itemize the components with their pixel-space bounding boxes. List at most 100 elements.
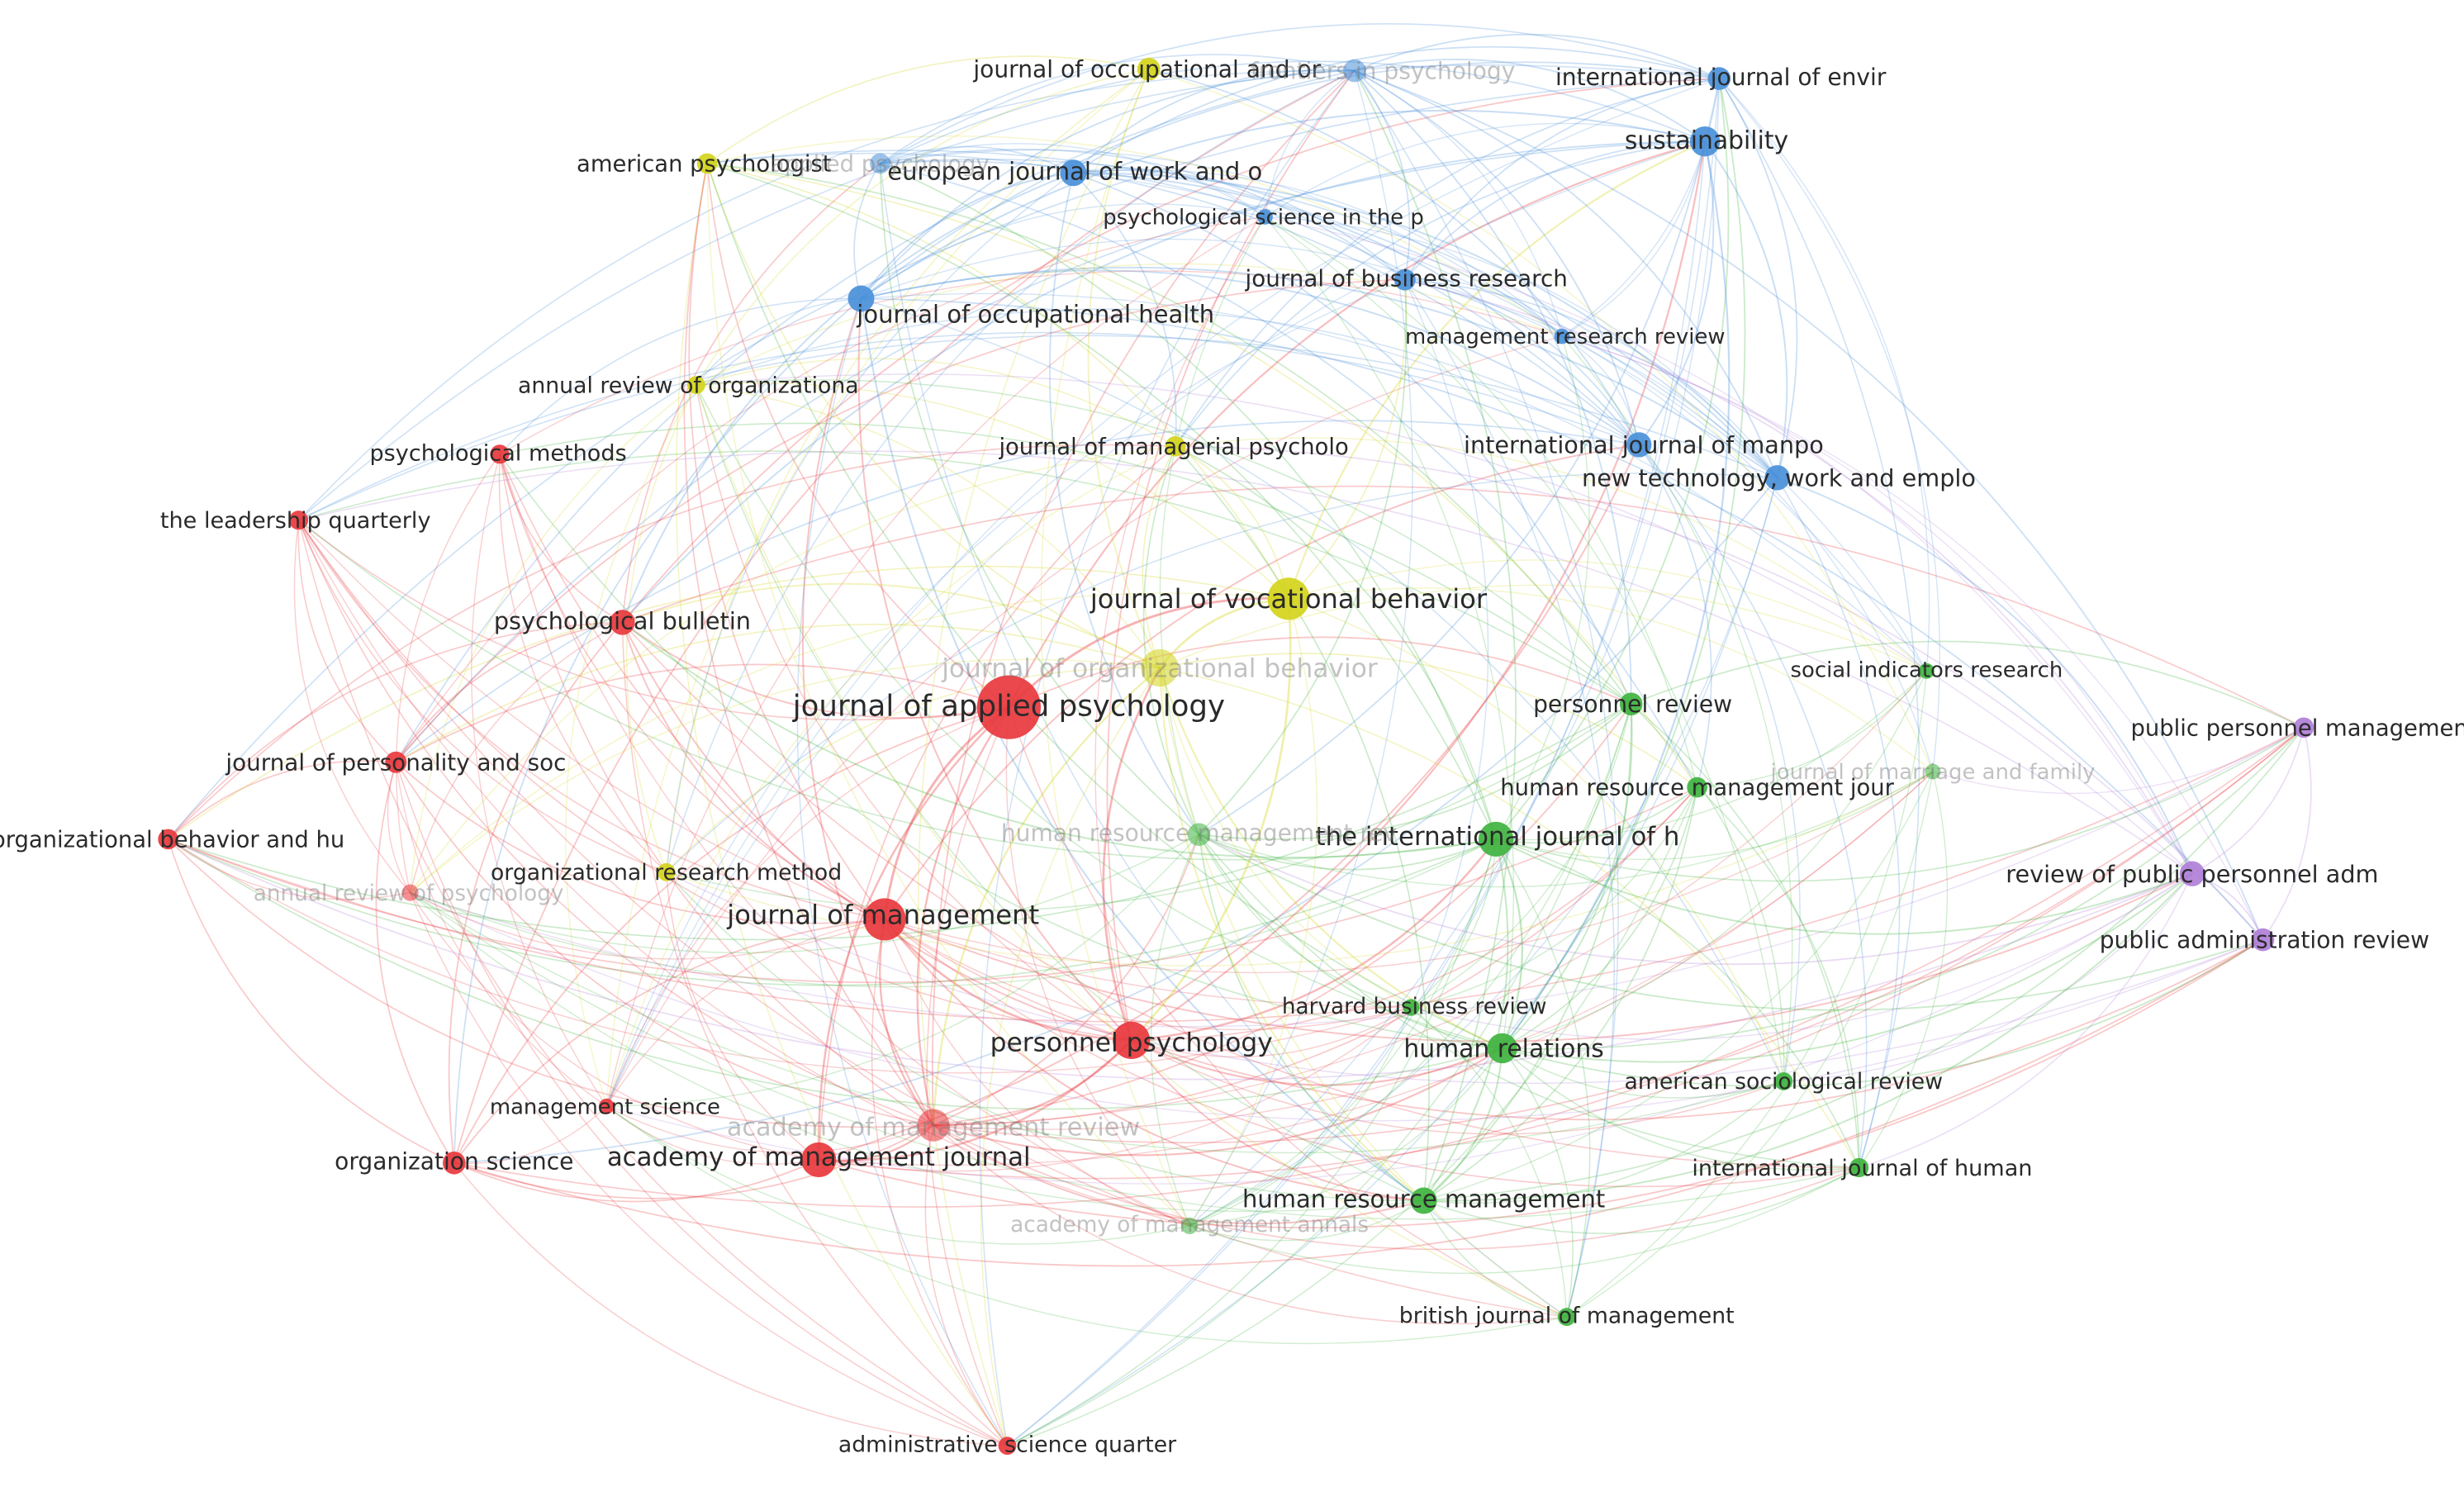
link-amr-tlq <box>297 520 934 1126</box>
node-sir[interactable] <box>1919 663 1935 679</box>
node-jbr[interactable] <box>1393 268 1416 291</box>
link-fip-apa <box>879 54 1355 164</box>
link-ijhrm-hbr <box>1410 838 1497 1009</box>
link-jap-jvb <box>1008 596 1289 709</box>
link-amr-pr <box>933 703 1632 1126</box>
node-sus[interactable] <box>1689 126 1721 157</box>
node-hr[interactable] <box>1487 1033 1517 1064</box>
node-ijhr[interactable] <box>1849 1157 1869 1178</box>
node-par[interactable] <box>2251 928 2275 952</box>
node-jom[interactable] <box>863 898 906 941</box>
link-jmp-aro <box>696 358 1176 447</box>
node-ntwe[interactable] <box>1764 465 1790 491</box>
link-jmp-ijerph <box>1175 78 1720 447</box>
link-jmp-par <box>1175 445 2264 941</box>
node-asq[interactable] <box>998 1437 1017 1456</box>
link-jap-ms <box>605 706 1009 1107</box>
link-jap-pb <box>621 621 1009 719</box>
node-hbr[interactable] <box>1403 999 1420 1016</box>
node-ama[interactable] <box>1181 1217 1199 1234</box>
link-jmf-hrm <box>1423 771 1934 1202</box>
link-obhdp-hr <box>168 838 1503 1110</box>
node-hrmr[interactable] <box>1187 823 1211 846</box>
link-jmp-sus <box>1175 140 1706 447</box>
link-hr-bjm <box>1502 1047 1574 1318</box>
link-amr-hrm <box>933 1124 1424 1225</box>
node-amj[interactable] <box>801 1142 837 1178</box>
node-ms[interactable] <box>598 1098 615 1114</box>
link-hrmj-ijhr <box>1697 786 1860 1168</box>
link-mrr-ijm <box>1561 335 1640 445</box>
link-asq-sus <box>1007 141 1706 1446</box>
link-hrmr-hr <box>1198 834 1503 1049</box>
link-ejwop-jbr <box>1073 169 1406 281</box>
link-pb-ijhr <box>621 621 1859 1169</box>
link-tlq-ijm <box>298 331 1640 521</box>
link-hrmr-hrm <box>1198 834 1425 1202</box>
node-asr[interactable] <box>1774 1072 1793 1090</box>
link-ijerph-ama <box>1189 78 1721 1227</box>
node-jvb[interactable] <box>1267 577 1310 620</box>
link-orm-ejwop <box>665 172 1074 872</box>
link-tlq-pr <box>298 450 1632 705</box>
link-pm-pr <box>499 422 1632 705</box>
node-amr[interactable] <box>917 1109 950 1142</box>
node-fip[interactable] <box>1343 59 1366 83</box>
link-pm-ama <box>499 454 1190 1227</box>
link-asq-tlq <box>297 520 1008 1446</box>
node-pr[interactable] <box>1619 692 1643 716</box>
node-bjm[interactable] <box>1557 1308 1576 1327</box>
link-ap-hrmj <box>706 163 1698 788</box>
link-orm-par <box>666 872 2263 1085</box>
node-ap[interactable] <box>696 153 718 174</box>
link-jom-pp <box>884 919 1132 1042</box>
node-hrm[interactable] <box>1410 1187 1437 1214</box>
label-ama: academy of management annals <box>1010 1213 1369 1237</box>
link-obhdp-jmp <box>168 444 1176 840</box>
node-pspi[interactable] <box>1257 209 1273 225</box>
node-ejwop[interactable] <box>1060 159 1087 187</box>
node-obhdp[interactable] <box>158 829 178 850</box>
node-jpsp[interactable] <box>385 751 407 773</box>
node-orm[interactable] <box>657 862 676 881</box>
node-pp[interactable] <box>1113 1021 1151 1059</box>
node-os[interactable] <box>443 1152 466 1175</box>
node-apa[interactable] <box>870 153 890 174</box>
node-pm[interactable] <box>490 444 510 464</box>
link-jom-tlq <box>297 520 885 920</box>
link-job-orm <box>666 667 1161 873</box>
node-jmp[interactable] <box>1165 436 1186 457</box>
node-jmf[interactable] <box>1925 763 1941 780</box>
link-arp-hrm <box>410 892 1424 1213</box>
node-ijhrm[interactable] <box>1479 821 1514 857</box>
node-ppm[interactable] <box>2293 717 2314 739</box>
link-jbr-rppa <box>1404 278 2193 875</box>
node-johp[interactable] <box>847 285 875 312</box>
link-jap-ama <box>1005 707 1190 1227</box>
link-hrmr-hbr <box>1198 834 1412 1009</box>
node-pb[interactable] <box>610 610 635 635</box>
node-arp[interactable] <box>401 884 419 901</box>
link-pp-hrm <box>1130 1039 1424 1202</box>
node-ijerph[interactable] <box>1707 67 1731 90</box>
node-tlq[interactable] <box>288 511 309 530</box>
link-amj-ppm <box>819 727 2305 1180</box>
link-jmp-ijhrm <box>1175 445 1497 840</box>
link-ijm-hrmj <box>1638 444 1712 788</box>
link-pp-par <box>1131 938 2263 1121</box>
node-aro[interactable] <box>686 376 705 394</box>
node-ijm[interactable] <box>1626 432 1652 458</box>
link-johp-mrr <box>861 238 1563 337</box>
node-jap[interactable] <box>976 675 1041 739</box>
link-obhdp-hrmj <box>168 786 1697 984</box>
link-obhdp-pr <box>168 703 1632 941</box>
node-mrr[interactable] <box>1554 328 1570 344</box>
link-jom-hbr <box>884 919 1412 1031</box>
node-hrmj[interactable] <box>1687 777 1707 798</box>
node-job[interactable] <box>1141 648 1179 687</box>
node-joop[interactable] <box>1137 57 1161 81</box>
link-arp-jmp <box>409 445 1176 894</box>
link-johp-par <box>861 297 2264 941</box>
node-rppa[interactable] <box>2179 861 2205 886</box>
link-sir-hr <box>1502 671 1928 1049</box>
